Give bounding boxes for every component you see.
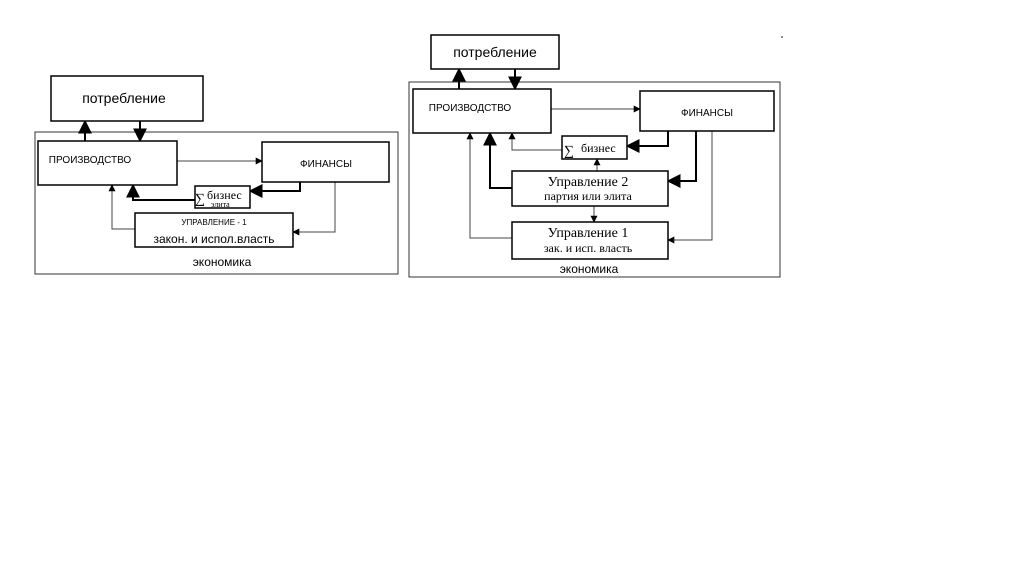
left-elite-label: элита xyxy=(211,200,230,209)
left-production-label: ПРОИЗВОДСТВО xyxy=(49,155,132,166)
left-arrow-business-to-production xyxy=(126,183,195,201)
right-arrow-finance-to-management2 xyxy=(666,131,697,188)
left-arrow-management-to-production xyxy=(108,184,135,230)
left-production-box xyxy=(37,140,178,186)
left-economy-label: экономика xyxy=(193,255,252,269)
right-arrow-finance-to-business xyxy=(625,131,669,153)
right-management2-box xyxy=(511,170,669,207)
left-economy-frame xyxy=(34,131,399,275)
right-economy-frame xyxy=(408,81,781,278)
left-management-title: УПРАВЛЕНИЕ - 1 xyxy=(181,218,247,227)
right-production-box xyxy=(412,88,552,134)
left-finance-box xyxy=(261,141,390,183)
right-business-box xyxy=(561,135,628,160)
right-management2-subtitle: партия или элита xyxy=(544,189,632,203)
left-finance-label: ФИНАНСЫ xyxy=(300,159,352,170)
right-consumption-label: потребление xyxy=(453,44,537,60)
right-arrow-finance-to-management1 xyxy=(667,131,713,244)
right-production-label: ПРОИЗВОДСТВО xyxy=(429,103,512,114)
left-consumption-label: потребление xyxy=(82,90,166,106)
left-business-label: бизнес xyxy=(207,188,242,202)
right-arrow-management2-to-production xyxy=(483,131,512,189)
right-arrow-management1-to-production xyxy=(466,132,512,239)
right-consumption-box xyxy=(430,34,560,70)
right-management1-box xyxy=(511,221,669,260)
right-finance-box xyxy=(639,90,775,132)
left-business-box xyxy=(194,185,251,209)
right-sum-icon: ∑ xyxy=(564,144,574,159)
right-arrow-business-to-production xyxy=(508,132,562,151)
left-management-subtitle: закон. и испол.власть xyxy=(153,232,274,246)
left-arrow-finance-to-management xyxy=(292,182,336,236)
left-diagram: потребление ПРОИЗВОДСТВО ФИНАНСЫ ∑ бизне… xyxy=(34,75,399,275)
right-diagram: потребление ПРОИЗВОДСТВО ФИНАНСЫ ∑ бизне… xyxy=(408,34,783,278)
left-consumption-box xyxy=(50,75,204,122)
left-management-box xyxy=(134,212,294,248)
left-arrow-finance-to-business xyxy=(248,182,301,198)
stray-dot xyxy=(781,36,783,38)
right-management1-subtitle: зак. и исп. власть xyxy=(544,241,633,255)
right-economy-label: экономика xyxy=(560,262,619,276)
right-business-label: бизнес xyxy=(581,141,616,155)
right-management2-title: Управление 2 xyxy=(548,175,629,190)
left-sum-icon: ∑ xyxy=(195,192,205,207)
right-management1-title: Управление 1 xyxy=(548,226,629,241)
right-finance-label: ФИНАНСЫ xyxy=(681,108,733,119)
